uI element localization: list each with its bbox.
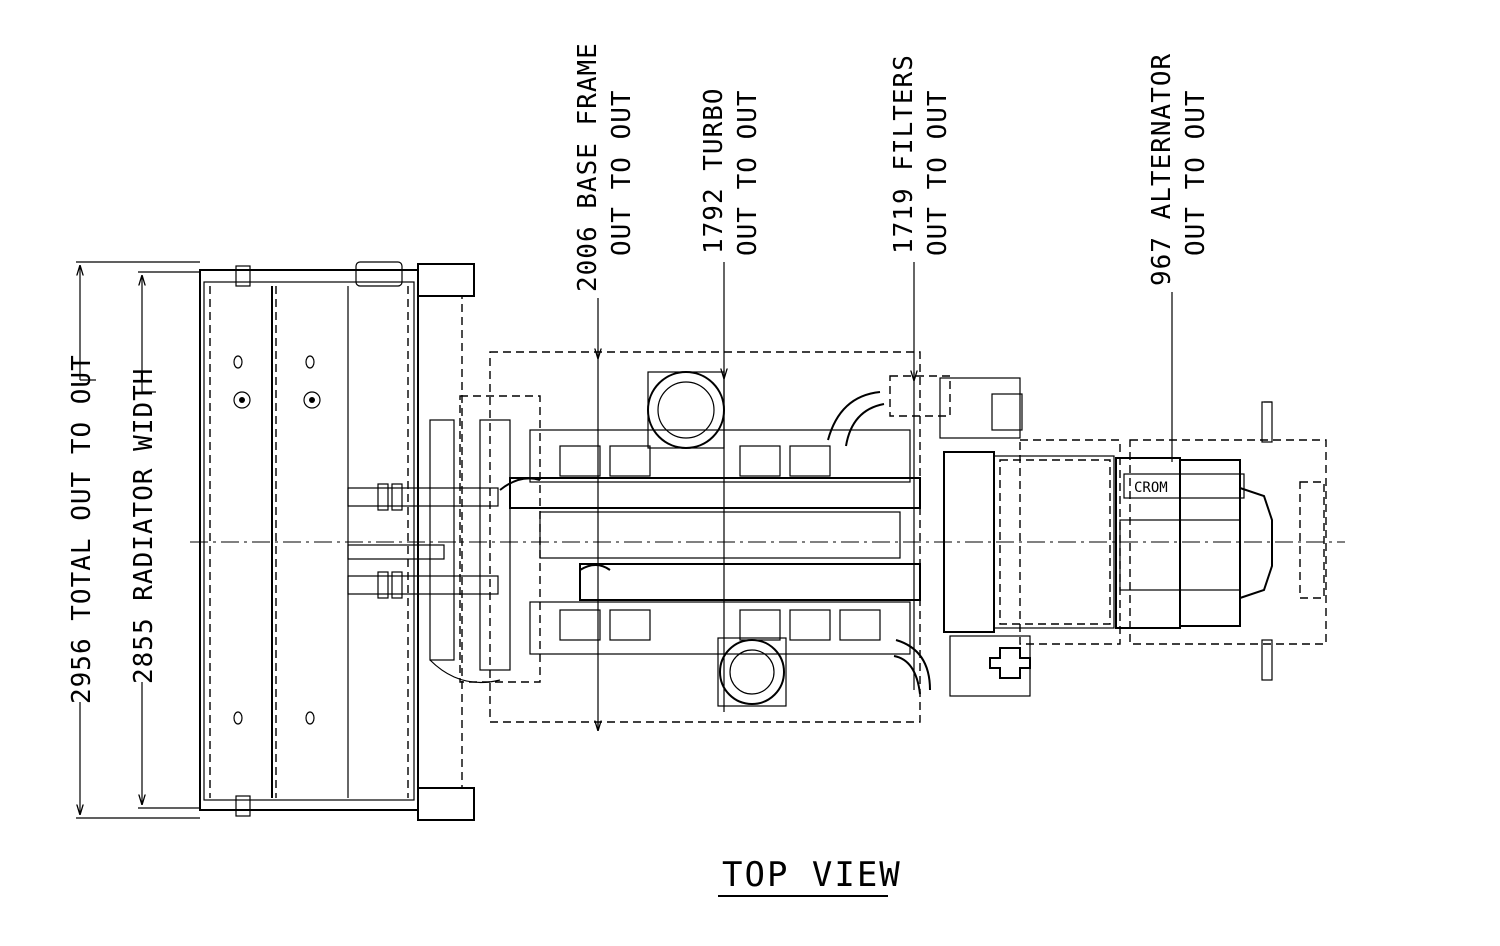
dimension-filters: 1719 FILTERS OUT TO OUT <box>889 54 953 690</box>
radiator <box>199 261 499 821</box>
dimension-total-value: 2956 <box>67 637 97 704</box>
dimension-radiator-width: 2855 RADIATOR WIDTH <box>129 271 200 809</box>
dimension-turbo-line1: 1792 TURBO <box>699 87 729 254</box>
dimension-turbo: 1792 TURBO OUT TO OUT <box>699 87 763 712</box>
view-title-text: TOP VIEW <box>722 855 902 895</box>
view-title: TOP VIEW <box>718 855 902 897</box>
dimension-base-frame-line2: OUT TO OUT <box>607 89 637 256</box>
alternator-brand-mark: CROM <box>1134 480 1168 496</box>
dimension-filters-line1: 1719 FILTERS <box>889 54 919 254</box>
engine-block <box>429 351 931 723</box>
dimension-alternator-line2: OUT TO OUT <box>1181 89 1211 256</box>
dimension-radiator-label: 2855 RADIATOR WIDTH <box>129 368 159 684</box>
dimension-radiator-value: 2855 <box>129 617 159 684</box>
dimension-base-frame: 2006 BASE FRAME OUT TO OUT <box>573 42 637 730</box>
dimension-turbo-line2: OUT TO OUT <box>733 89 763 256</box>
dimension-total-text: TOTAL OUT TO OUT <box>67 354 97 620</box>
filters <box>889 375 1031 697</box>
dimension-total-width: 2956 TOTAL OUT TO OUT <box>67 261 200 819</box>
dimension-radiator-text: RADIATOR WIDTH <box>129 368 159 601</box>
dimension-filters-line2: OUT TO OUT <box>923 89 953 256</box>
alternator: CROM <box>943 401 1327 681</box>
dimension-alternator-line1: 967 ALTERNATOR <box>1147 53 1177 286</box>
dimension-total-label: 2956 TOTAL OUT TO OUT <box>67 354 97 704</box>
dimension-alternator: 967 ALTERNATOR OUT TO OUT <box>1147 53 1211 462</box>
dimension-base-frame-line1: 2006 BASE FRAME <box>573 42 603 292</box>
